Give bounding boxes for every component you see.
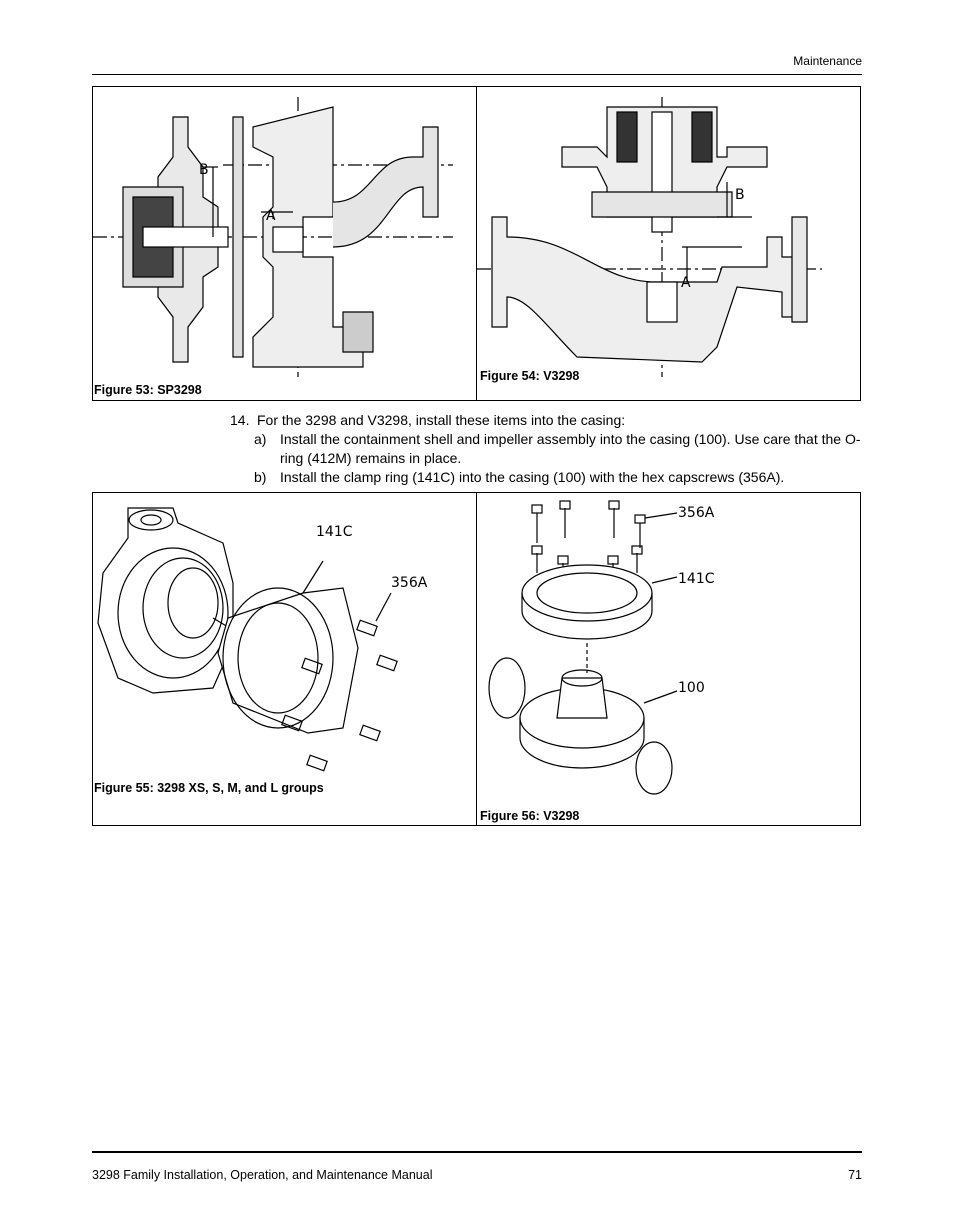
fig54-label-b: B [735, 187, 745, 203]
table-divider [476, 87, 477, 400]
fig56-label-356a: 356A [678, 505, 715, 521]
fig56-label-141c: 141C [678, 571, 715, 587]
figure-55-caption: Figure 55: 3298 XS, S, M, and L groups [94, 781, 324, 795]
figure-54-caption: Figure 54: V3298 [480, 369, 580, 383]
step-14a-marker: a) [254, 431, 267, 447]
figure-56-caption: Figure 56: V3298 [480, 809, 580, 823]
step-14-intro: For the 3298 and V3298, install these it… [257, 412, 626, 428]
fig55-label-141c: 141C [316, 524, 353, 540]
figure-54-drawing: B A [477, 97, 822, 377]
section-title: Maintenance [793, 54, 862, 68]
page-number: 71 [848, 1168, 862, 1182]
figure-55-drawing: 141C 356A [97, 507, 428, 772]
step-14b-text: Install the clamp ring (141C) into the c… [280, 469, 785, 485]
fig53-label-a: A [266, 208, 276, 224]
figure-table-top: B A Figure 53: SP3298 B A Figure 54: V32… [92, 86, 861, 401]
step-14-number: 14. [230, 412, 250, 428]
fig56-label-100: 100 [678, 680, 705, 696]
table-divider [476, 493, 477, 825]
fig54-label-a: A [681, 275, 691, 291]
figure-table-bottom: 141C 356A Figure 55: 3298 XS, S, M, and … [92, 492, 861, 826]
fig53-label-b: B [199, 162, 209, 178]
manual-title: 3298 Family Installation, Operation, and… [92, 1168, 433, 1182]
page-footer: 3298 Family Installation, Operation, and… [92, 1151, 862, 1182]
fig55-label-356a: 356A [391, 575, 428, 591]
figure-56-drawing: 356A 141C 100 [488, 500, 715, 795]
page-header: Maintenance [92, 52, 862, 75]
step-14a-text: Install the containment shell and impell… [280, 431, 861, 466]
step-14b-marker: b) [254, 469, 267, 485]
figure-53-caption: Figure 53: SP3298 [94, 383, 202, 397]
figure-53-drawing: B A [93, 97, 453, 377]
